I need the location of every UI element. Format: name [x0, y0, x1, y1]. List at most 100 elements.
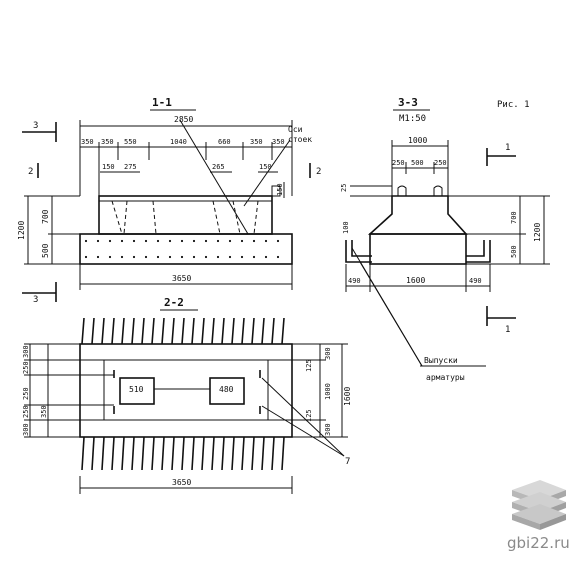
dim-1200: 1200 — [17, 221, 26, 240]
rebar-outlet-bar — [181, 317, 185, 345]
rebar-outlet-bar — [91, 436, 95, 471]
rebar-outlet-bar — [81, 317, 85, 345]
rebar-outlet-bar — [141, 317, 145, 345]
dim-550: 550 — [124, 138, 137, 146]
rebar-outlet-bar — [251, 436, 255, 471]
rebar-outlet-bar — [241, 436, 245, 471]
slab-rebar-dot — [84, 255, 88, 259]
section-marker-1-top: 1 — [486, 143, 516, 166]
dim-700: 700 — [41, 209, 50, 224]
section-3-3-title: 3-3 — [398, 96, 418, 109]
dim-350-b: 350 — [101, 138, 114, 146]
dim-2850: 2850 — [174, 115, 193, 124]
slab-rebar-dot — [132, 239, 136, 243]
dim-3-3-490-left: 490 — [348, 277, 361, 285]
rebar-outlet-bar — [111, 317, 115, 345]
dim-150-right: 150 — [259, 163, 272, 171]
slab-rebar-dot — [84, 239, 88, 243]
dim-left-250-a: 250 — [22, 361, 30, 374]
dim-150-vert: 150 — [276, 183, 284, 196]
slab-rebar-dot — [168, 239, 172, 243]
dim-3-3-100: 100 — [342, 221, 350, 234]
watermark-site-text: gbi22.ru — [507, 534, 570, 552]
section-marker-2-right: 2 — [309, 163, 321, 178]
rebar-outlet-bar — [151, 317, 155, 345]
axes-of-posts-label-2: стоек — [288, 135, 312, 144]
dim-350-a: 350 — [81, 138, 94, 146]
dim-left-300-top: 300 — [22, 345, 30, 358]
section-2-2-title: 2-2 — [164, 296, 184, 309]
section-marker-3-top: 3 — [22, 121, 57, 142]
rebar-outlet-bar — [271, 436, 275, 471]
slab-rebar-dot — [108, 239, 112, 243]
svg-text:1: 1 — [505, 325, 510, 335]
section-marker-3-bottom: 3 — [22, 282, 57, 305]
slab-rebar-dot — [276, 239, 280, 243]
rebar-outlet-bar — [171, 317, 175, 345]
slab-rebar-dot — [264, 255, 268, 259]
rebar-outlet-bar — [131, 436, 135, 471]
rebar-outlet-bar — [281, 317, 285, 345]
slab-rebar-dot — [168, 255, 172, 259]
dim-3-3-500: 500 — [411, 159, 424, 167]
dim-3-3-25: 25 — [340, 184, 348, 192]
slab-rebar-dot — [204, 239, 208, 243]
rebar-outlet-bar — [261, 436, 265, 471]
axes-of-posts-label-1: Оси — [288, 125, 303, 134]
dim-3-3-700: 700 — [510, 211, 518, 224]
dim-right-1000: 1000 — [324, 383, 332, 400]
dim-3-3-490-right: 490 — [469, 277, 482, 285]
section-marker-2-left: 2 — [28, 163, 39, 178]
watermark-logo-icon — [512, 480, 566, 530]
rebar-outlet-bar — [111, 436, 115, 471]
slab-rebar-dot — [252, 239, 256, 243]
slab-rebar-dot — [228, 255, 232, 259]
site-watermark: gbi22.ru — [507, 480, 570, 552]
dim-3-3-1000: 1000 — [408, 136, 427, 145]
rebar-outlet-bar — [191, 317, 195, 345]
rebar-outlet-bar — [81, 436, 85, 471]
section-3-3: 1000 250 500 250 25 100 700 500 1200 490… — [340, 136, 550, 382]
rebar-outlet-bar — [101, 436, 105, 471]
dim-right-300-top: 300 — [324, 347, 332, 360]
section-1-1-title: 1-1 — [152, 96, 172, 109]
rebar-outlet-bar — [101, 317, 105, 345]
rebar-outlet-bar — [201, 436, 205, 471]
rebar-outlet-bar — [211, 436, 215, 471]
dim-3-3-1200: 1200 — [533, 223, 542, 242]
rebar-outlet-bar — [161, 436, 165, 471]
dim-left-250-b: 250 — [22, 387, 30, 400]
dim-500: 500 — [41, 243, 50, 258]
slab-rebar-dot — [108, 255, 112, 259]
rebar-outlet-bar — [271, 317, 275, 345]
section-2-2: 510 480 300 250 250 250 300 350 300 125 … — [22, 317, 352, 494]
slab-rebar-dot — [180, 255, 184, 259]
slab-rebar-dot — [180, 239, 184, 243]
rebar-outlets-label-2: арматуры — [426, 373, 465, 382]
rebar-outlet-bar — [151, 436, 155, 471]
slab-rebar-dot — [240, 255, 244, 259]
dim-350-c: 350 — [250, 138, 263, 146]
dim-right-300-bot: 300 — [324, 423, 332, 436]
slab-rebar-dot — [156, 255, 160, 259]
slab-rebar-dot — [192, 255, 196, 259]
socket-510: 510 — [129, 385, 144, 394]
socket-480: 480 — [219, 385, 234, 394]
slab-rebar-dot — [156, 239, 160, 243]
dim-3-3-250-right: 250 — [434, 159, 447, 167]
callout-7: 7 — [345, 457, 350, 467]
rebar-outlet-bar — [131, 317, 135, 345]
slab-rebar-dot — [192, 239, 196, 243]
rebar-outlet-bar — [181, 436, 185, 471]
slab-rebar-dot — [216, 255, 220, 259]
slab-rebar-dot — [204, 255, 208, 259]
figure-label: Рис. 1 — [497, 100, 530, 110]
slab-rebar-dot — [120, 239, 124, 243]
svg-text:3: 3 — [33, 121, 38, 131]
slab-rebar-dot — [216, 239, 220, 243]
slab-rebar-dot — [96, 255, 100, 259]
dim-left-350: 350 — [40, 405, 48, 418]
dim-left-300-bot: 300 — [22, 423, 30, 436]
dim-2-2-3650: 3650 — [172, 478, 191, 487]
